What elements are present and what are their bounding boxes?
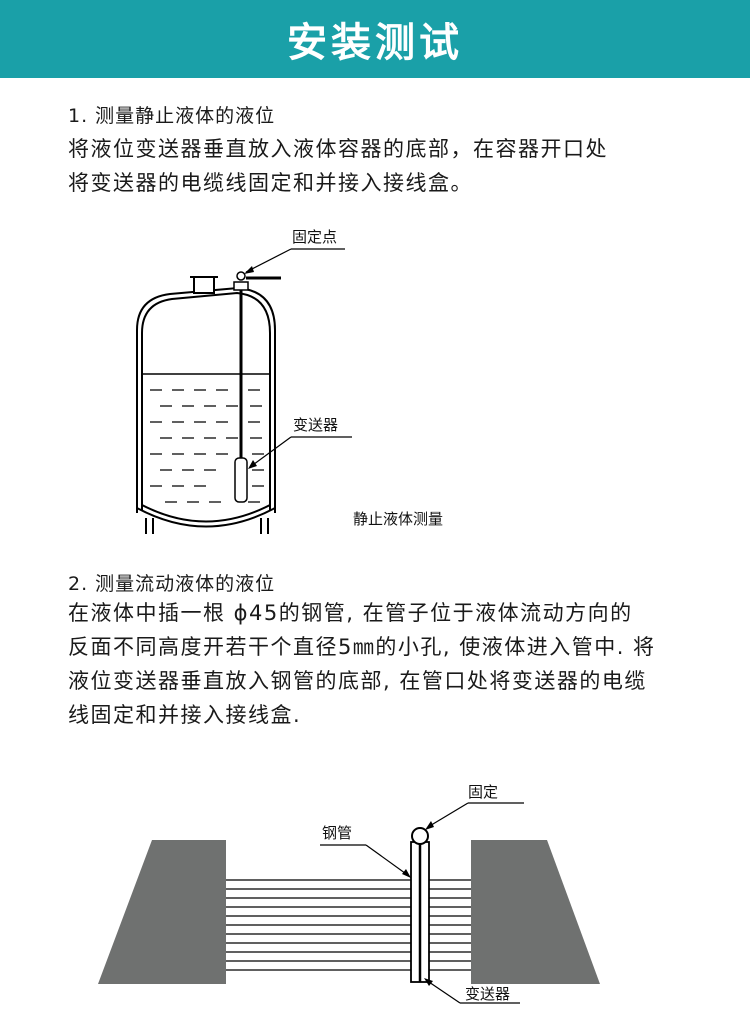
tank: [136, 276, 276, 534]
section2-line-3: 液位变送器垂直放入钢管的底部, 在管口处将变送器的电缆: [68, 669, 647, 693]
right-bank: [471, 840, 600, 984]
label-fix: 固定: [468, 783, 498, 801]
liquid-dashes: [150, 389, 264, 503]
figure-caption-static: 静止液体测量: [353, 510, 443, 528]
header-banner: 安装测试: [0, 0, 750, 78]
section2-line-1: 在液体中插一根 ϕ45的钢管, 在管子位于液体流动方向的: [68, 601, 633, 625]
water-lines: [226, 879, 471, 971]
section1-heading: 1. 测量静止液体的液位: [68, 105, 276, 127]
section1-line-2: 将变送器的电缆线固定和并接入接线盒。: [68, 171, 473, 195]
label-transmitter-1: 变送器: [293, 416, 338, 434]
steel-pipe: [410, 827, 430, 983]
section2-paragraph: 在液体中插一根 ϕ45的钢管, 在管子位于液体流动方向的 反面不同高度开若干个直…: [68, 596, 656, 732]
label-fixpoint: 固定点: [292, 228, 337, 246]
label-steel-pipe: 钢管: [322, 824, 352, 842]
transmitter-assembly: [233, 271, 281, 503]
section2-line-2: 反面不同高度开若干个直径5㎜的小孔, 使液体进入管中. 将: [68, 635, 656, 659]
section1-line-1: 将液位变送器垂直放入液体容器的底部，在容器开口处: [68, 137, 608, 161]
page-title: 安装测试: [287, 20, 463, 66]
section2-line-4: 线固定和并接入接线盒.: [68, 703, 302, 727]
section1-paragraph: 将液位变送器垂直放入液体容器的底部，在容器开口处 将变送器的电缆线固定和并接入接…: [68, 132, 608, 200]
left-bank: [98, 840, 226, 984]
section2-heading: 2. 测量流动液体的液位: [68, 573, 276, 595]
label-transmitter-2: 变送器: [465, 985, 510, 1003]
